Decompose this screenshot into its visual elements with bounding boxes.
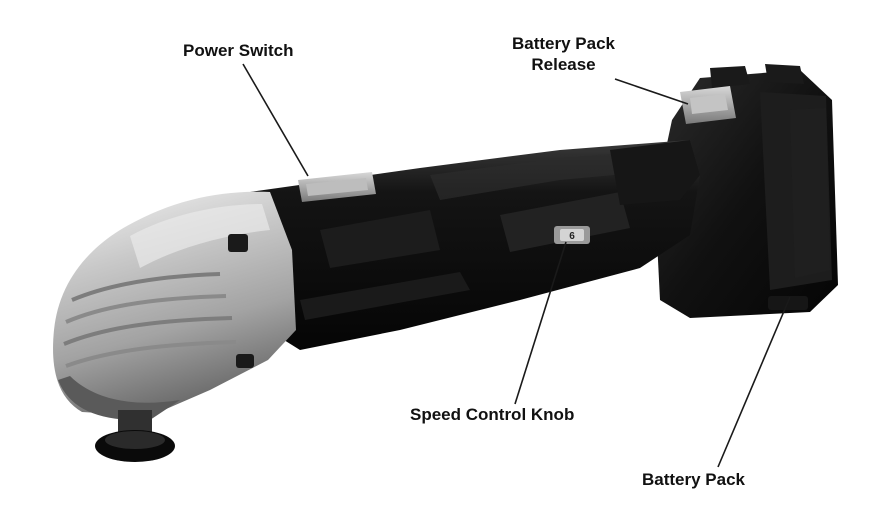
leader-line-battery-pack [717, 296, 791, 468]
metal-gear-housing [53, 191, 296, 421]
tool-body [250, 140, 700, 350]
label-battery-release-line1: Battery Pack [512, 34, 616, 53]
label-battery-release-line2: Release [531, 55, 596, 74]
label-speed-control-text: Speed Control Knob [410, 405, 575, 424]
leader-line-power-switch [242, 63, 309, 177]
label-speed-control-knob: Speed Control Knob [410, 404, 574, 425]
label-power-switch: Power Switch [183, 40, 294, 61]
leader-line-speed-control [514, 241, 567, 405]
leader-line-battery-release [614, 78, 689, 105]
label-power-switch-text: Power Switch [183, 41, 294, 60]
label-battery-pack: Battery Pack [642, 469, 745, 490]
power-switch [298, 172, 376, 202]
battery-release-button [680, 86, 736, 124]
label-battery-pack-release: Battery Pack Release [512, 33, 615, 75]
label-battery-pack-text: Battery Pack [642, 470, 746, 489]
leader-lines [242, 63, 791, 468]
speed-control-knob: 6 [554, 226, 590, 244]
battery-pack [655, 64, 838, 318]
blade-clamp [95, 410, 175, 462]
speed-dial-value: 6 [569, 231, 575, 242]
